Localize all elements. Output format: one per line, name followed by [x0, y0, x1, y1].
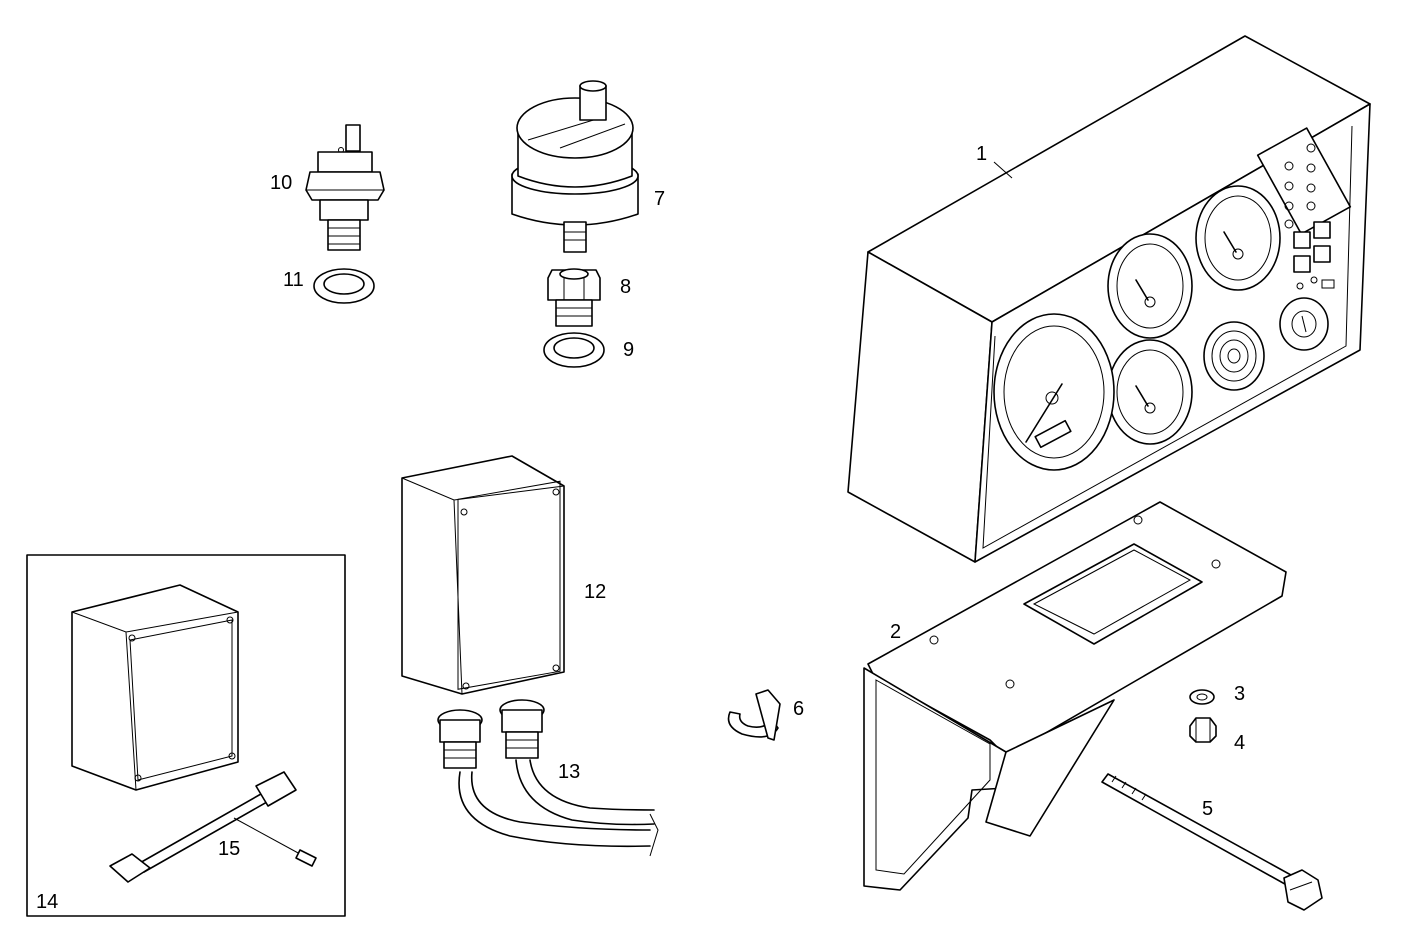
callout-7: 7: [654, 188, 665, 210]
callout-8: 8: [620, 276, 631, 298]
part-14-control-box: [71, 584, 239, 791]
callout-4: 4: [1234, 732, 1245, 754]
connector-left: [437, 709, 483, 769]
callout-9: 9: [623, 339, 634, 361]
callout-6: 6: [793, 698, 804, 720]
callout-14: 14: [36, 891, 58, 913]
ignition-key-switch: [1279, 297, 1329, 351]
part-1-instrument-panel: [847, 35, 1371, 563]
part-11-washer: [313, 268, 375, 304]
part-3-washer: [1189, 689, 1215, 705]
inset-frame: [26, 554, 346, 917]
callout-13: 13: [558, 761, 580, 783]
gauge-upper-right: [1195, 185, 1281, 291]
part-10-sender: [305, 124, 385, 251]
tachometer: [993, 313, 1115, 471]
callout-1: 1: [976, 143, 987, 165]
gauge-upper-middle: [1107, 233, 1193, 339]
callout-11: 11: [283, 269, 304, 291]
buzzer: [1203, 321, 1265, 391]
callout-2: 2: [890, 621, 901, 643]
callout-10: 10: [270, 172, 292, 194]
callout-3: 3: [1234, 683, 1245, 705]
part-2-bracket: [863, 501, 1287, 891]
callout-12: 12: [584, 581, 606, 603]
part-13-connectors: [437, 699, 659, 857]
callout-5: 5: [1202, 798, 1213, 820]
gauge-lower-middle: [1107, 339, 1193, 445]
part-15-wiring-harness: [109, 771, 317, 883]
connector-right: [499, 699, 545, 759]
part-9-washer: [543, 332, 605, 368]
callout-15: 15: [218, 838, 240, 860]
part-12-control-box: [401, 455, 565, 695]
part-5-bolt: [1101, 773, 1323, 911]
part-7-pressure-sender: [511, 80, 639, 253]
part-4-nut: [1189, 717, 1217, 743]
warning-lights: [1284, 143, 1316, 229]
switch-buttons: [1293, 221, 1335, 290]
part-6-cable-clip: [727, 689, 781, 741]
part-8-adapter: [547, 268, 601, 327]
